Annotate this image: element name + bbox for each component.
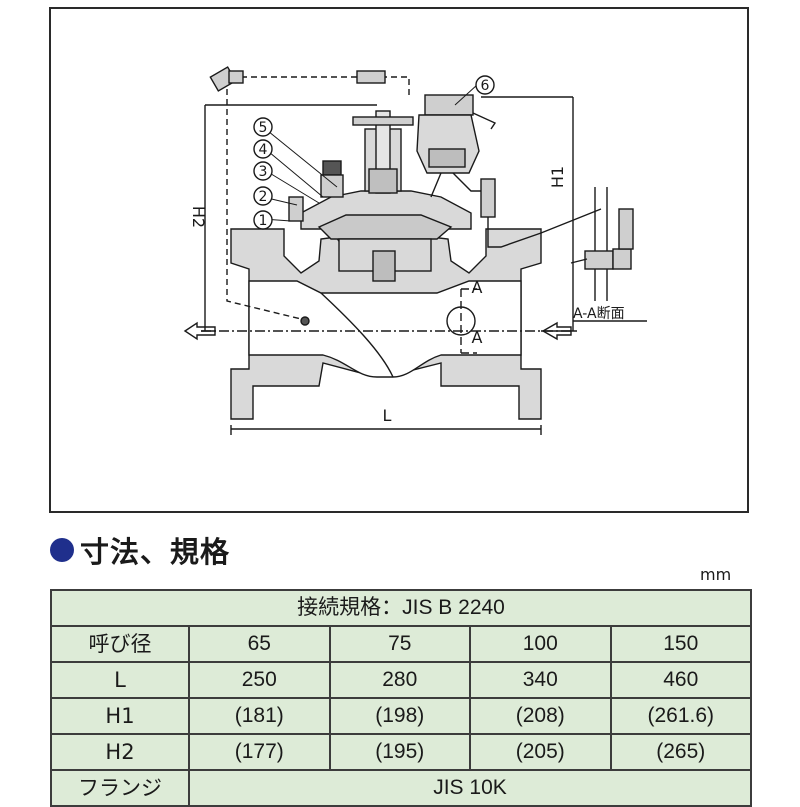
handle-bar (352, 116, 414, 126)
callout-4: 4 (259, 142, 268, 158)
callout-leaders (262, 84, 478, 222)
table-cell: 280 (328, 661, 471, 699)
h1-dimension-line (481, 96, 577, 332)
diaphragm-cover (317, 214, 453, 240)
table-cell: (181) (188, 697, 331, 735)
section-heading: 寸法、規格 (50, 530, 230, 570)
pilot-base (428, 148, 466, 168)
table-row: 呼び径 65 75 100 150 (50, 625, 752, 663)
table-cell: (208) (469, 697, 612, 735)
callout-3: 3 (259, 164, 268, 180)
section-view-leader (570, 258, 588, 264)
table-cell: 340 (469, 661, 612, 699)
connection-standard-cell: 接続規格：JIS B 2240 (50, 589, 752, 627)
table-cell: 75 (328, 625, 471, 663)
h1-label: H1 (548, 166, 567, 188)
table-row: 接続規格：JIS B 2240 (50, 589, 752, 627)
table-cell: (177) (188, 733, 331, 771)
callout-5: 5 (259, 120, 268, 136)
table-cell: 65 (188, 625, 331, 663)
section-cut-line (460, 288, 477, 354)
top-control-tube (226, 76, 410, 320)
section-view-nut (584, 250, 614, 270)
flange-value: JIS 10K (188, 769, 752, 807)
flange-label: フランジ (50, 769, 190, 807)
table-cell: (198) (328, 697, 471, 735)
valve-drawing-frame: 1 2 3 4 5 6 H1 H2 L A A A-A断面 (49, 7, 749, 513)
bullet-icon (50, 538, 74, 562)
pilot-valve-top (424, 94, 474, 116)
valve-drawing: 1 2 3 4 5 6 H1 H2 L A A A-A断面 (183, 66, 647, 435)
h2-dimension-line (201, 104, 377, 332)
l-label: L (383, 406, 392, 425)
section-mark-bottom: A (472, 328, 483, 347)
union-fitting-2 (356, 70, 386, 84)
section-title: 寸法、規格 (80, 535, 231, 569)
table-cell: 150 (609, 625, 752, 663)
stem-nut (368, 168, 398, 194)
callout-circle-2 (253, 186, 273, 206)
table-row: H1 (181) (198) (208) (261.6) (50, 697, 752, 735)
pilot-return-tube (487, 208, 602, 248)
callout-circle-4 (253, 139, 273, 159)
section-view-elbow (612, 248, 632, 270)
section-mark-top: A (472, 278, 483, 297)
pilot-arm (472, 112, 497, 130)
table-row: H2 (177) (195) (205) (265) (50, 733, 752, 771)
seat-partition (320, 292, 394, 378)
table-cell: 100 (469, 625, 612, 663)
side-fitting (288, 196, 304, 222)
spec-table: 接続規格：JIS B 2240 呼び径 65 75 100 150 L 250 … (50, 589, 752, 807)
union-fitting-1 (228, 70, 244, 84)
table-cell: (265) (609, 733, 752, 771)
table-cell: (261.6) (609, 697, 752, 735)
row-label: H1 (50, 697, 190, 735)
unit-label: mm (700, 565, 732, 584)
callout-2: 2 (259, 189, 268, 205)
row-label: H2 (50, 733, 190, 771)
callout-1: 1 (259, 213, 268, 229)
pipe-bore (248, 280, 522, 378)
callout-circle-3 (253, 161, 273, 181)
l-dimension-line (230, 425, 542, 435)
table-row: L 250 280 340 460 (50, 661, 752, 699)
callout-6: 6 (481, 78, 490, 94)
needle-body (320, 174, 344, 198)
pilot-fitting (480, 178, 496, 218)
callout-circle-5 (253, 117, 273, 137)
section-view-tube (594, 187, 608, 301)
section-view-fitting (618, 208, 634, 250)
row-label: 呼び径 (50, 625, 190, 663)
callout-circle-6 (475, 75, 495, 95)
row-label: L (50, 661, 190, 699)
h2-label: H2 (189, 206, 208, 228)
table-cell: (205) (469, 733, 612, 771)
section-view-label: A-A断面 (573, 306, 625, 322)
disc-nut (372, 250, 396, 282)
table-cell: 250 (188, 661, 331, 699)
table-cell: (195) (328, 733, 471, 771)
table-cell: 460 (609, 661, 752, 699)
needle-valve (322, 160, 342, 176)
table-row: フランジ JIS 10K (50, 769, 752, 807)
inlet-port (300, 316, 310, 326)
callout-circle-1 (253, 210, 273, 230)
